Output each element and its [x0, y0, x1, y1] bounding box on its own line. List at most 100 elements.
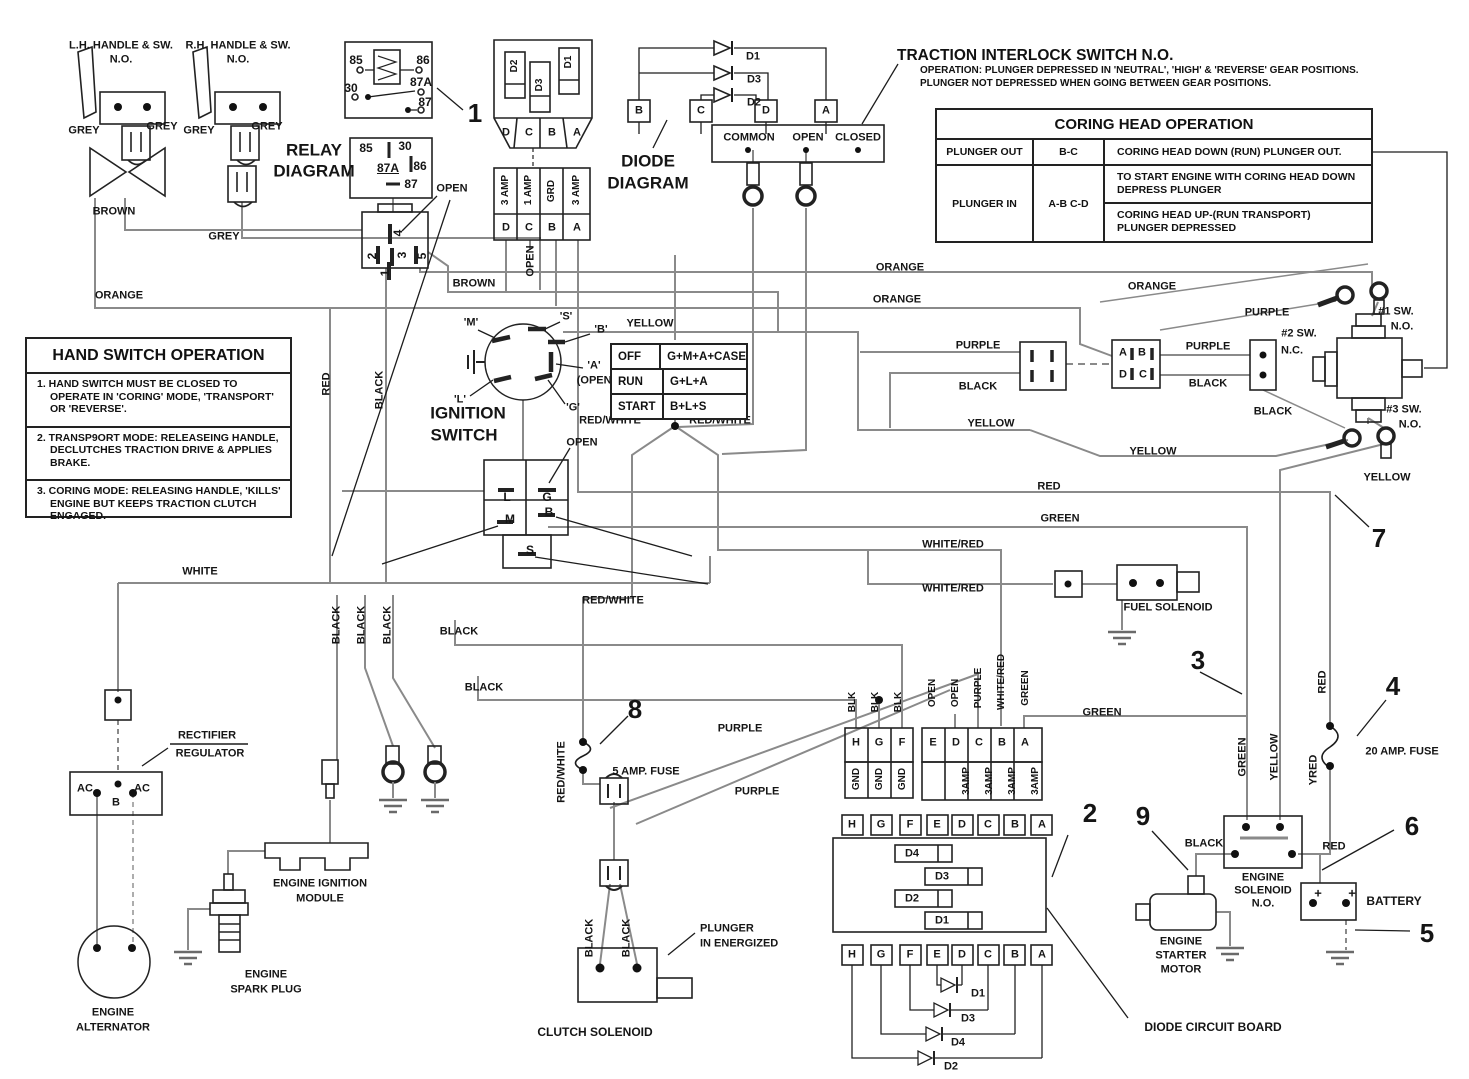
traction-title: TRACTION INTERLOCK SWITCH N.O. — [897, 47, 1174, 64]
module-wires — [187, 800, 331, 950]
fuse-rating: 3AMP — [984, 767, 995, 795]
wire-yellow: YELLOW — [967, 417, 1015, 430]
pin-letter: A — [1119, 346, 1127, 359]
relay2-box — [349, 137, 433, 199]
horn-right — [127, 146, 166, 198]
switch-2-label: #2 SW. — [1281, 327, 1317, 340]
relay-pin: 85 — [349, 53, 363, 67]
black-wire — [889, 372, 1020, 428]
wire-black: BLACK — [381, 605, 394, 645]
ignition-terminal: 'L' — [454, 393, 466, 406]
pin-letter: A — [573, 221, 581, 234]
relay-diagram-title: DIAGRAM — [273, 161, 355, 181]
battery-label: BATTERY — [1366, 894, 1422, 908]
ignition-switch-title: SWITCH — [430, 425, 498, 445]
switch-2-label: N.C. — [1281, 344, 1303, 357]
callout-2: 2 — [1082, 798, 1098, 828]
callout-5: 5 — [1419, 918, 1435, 948]
lh-switch — [99, 91, 166, 125]
wire-green: GREEN — [1020, 670, 1031, 706]
yellow-wire — [1029, 429, 1349, 457]
relay-pin: 30 — [398, 139, 412, 153]
spark-plug-label: SPARK PLUG — [230, 983, 302, 996]
wire-red: RED — [320, 372, 333, 396]
ring-stem — [1373, 299, 1385, 315]
rectifier-label: REGULATOR — [175, 747, 245, 760]
hs-line: BRAKE. — [50, 456, 91, 469]
fuel-solenoid-label: FUEL SOLENOID — [1123, 601, 1213, 614]
fuse-label: D3 — [534, 78, 545, 92]
starter-motor-label: STARTER — [1155, 949, 1207, 962]
diode-label: D2 — [943, 1060, 959, 1073]
fuses — [574, 725, 1339, 771]
callout-pointer-3 — [1199, 671, 1243, 695]
diode-label: D4 — [904, 847, 920, 860]
wire-brown: BROWN — [452, 277, 496, 290]
open-pointer-low — [548, 447, 571, 484]
callout-4: 4 — [1385, 671, 1401, 701]
pin-letter: D — [952, 736, 960, 749]
wire-black: BLK — [893, 691, 904, 713]
diode-label: D1 — [934, 914, 950, 927]
connector-pin: 3 — [395, 251, 409, 259]
gnd-label: GND — [897, 767, 908, 791]
hand-switch-operation-panel: HAND SWITCH OPERATION 1. HAND SWITCH MUS… — [25, 337, 292, 522]
connector-pin: 4 — [391, 229, 405, 237]
open-label: OPEN — [950, 678, 961, 708]
wire-red: YRED — [1307, 754, 1320, 786]
wire-red: RED — [1037, 480, 1061, 493]
hs-line: 3. CORING MODE: RELEASING HANDLE, 'KILLS… — [37, 485, 281, 497]
wire-redwhite: RED/WHITE — [555, 741, 568, 803]
wire-purple: PURPLE — [717, 722, 763, 735]
pin-letter: F — [906, 948, 914, 961]
black-vert — [336, 595, 436, 760]
pin-letter: F — [906, 818, 914, 831]
pin-letter: C — [697, 104, 705, 117]
purple-diagonal — [609, 673, 979, 825]
ring-terminal — [742, 185, 764, 207]
ignition-module-label: ENGINE IGNITION — [272, 877, 368, 890]
connector-pin: 2 — [365, 252, 379, 260]
ring-terminal — [1369, 281, 1389, 301]
hand-switch-title: HAND SWITCH OPERATION — [52, 347, 265, 364]
coring-head-operation-table: CORING HEAD OPERATION PLUNGER OUT B-C CO… — [935, 108, 1373, 243]
pin-letter: M — [505, 512, 515, 526]
fuel-connector — [1054, 570, 1083, 598]
wire-black: BLACK — [1188, 377, 1228, 390]
rectifier-pointer — [141, 747, 169, 767]
ignition-positions-table: OFF G+M+A+CASE RUN G+L+A START B+L+S — [610, 343, 748, 420]
callout-7: 7 — [1371, 523, 1387, 553]
callout-3: 3 — [1190, 645, 1206, 675]
coring-cell: CORING HEAD UP-(RUN TRANSPORT) PLUNGER D… — [1105, 204, 1371, 241]
fuse-clutch — [582, 770, 638, 965]
ignition-circuit: B+L+S — [670, 400, 707, 413]
table-leader — [1373, 151, 1448, 369]
alternator-label: ENGINE — [91, 1006, 135, 1019]
interlock-terminal: COMMON — [723, 131, 775, 144]
clutch-solenoid — [577, 947, 658, 1003]
coring-cell: CORING HEAD DOWN (RUN) PLUNGER OUT. — [1117, 146, 1342, 158]
rh-switch — [214, 91, 281, 125]
pin-letter: B — [1011, 948, 1019, 961]
diode-diagram-title: DIAGRAM — [607, 173, 689, 193]
callout-pointer-9 — [1151, 830, 1189, 871]
pin-letter: A — [573, 126, 581, 139]
wire-grey: GREY — [251, 120, 283, 133]
wire-orange: ORANGE — [94, 289, 144, 302]
engine-solenoid-label: SOLENOID — [1234, 884, 1292, 897]
connector-right — [1111, 339, 1161, 389]
whitered-wire — [674, 425, 1002, 726]
black-wire — [454, 620, 903, 728]
board-pointer — [1046, 907, 1129, 1019]
green-wire — [548, 526, 1248, 820]
wire-yellow: YELLOW — [626, 317, 674, 330]
pin-letter: D — [502, 221, 510, 234]
pin-letter: B — [548, 221, 556, 234]
diode-label: D3 — [934, 870, 950, 883]
orange-wire — [419, 268, 1373, 288]
wire-yellow: YELLOW — [1129, 445, 1177, 458]
purple-diagonal — [1159, 300, 1337, 331]
open-label: OPEN — [566, 436, 598, 449]
hs-line: DECLUTCHES TRACTION DRIVE & APPLIES — [50, 444, 272, 456]
